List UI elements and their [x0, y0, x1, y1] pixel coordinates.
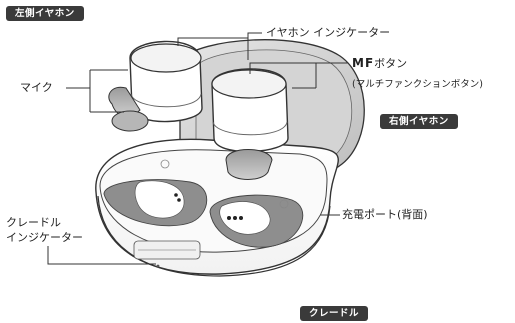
mf-button-prefix: MF — [352, 56, 375, 70]
cradle-indicator-dot — [156, 264, 160, 268]
cradle-indicator-label-line2: インジケーター — [6, 231, 83, 244]
earphone-indicator-label: イヤホン インジケーター — [266, 26, 391, 39]
right-earbud-badge: 右側イヤホン — [380, 114, 458, 129]
mf-button-suffix: ボタン — [374, 57, 408, 70]
cradle-indicator-label-line1: クレードル — [6, 216, 61, 229]
mf-button-description: (マルチファンクションボタン) — [352, 79, 483, 90]
right-earbud — [211, 68, 289, 180]
mf-button-label: MFボタン — [352, 56, 407, 71]
cradle-badge: クレードル — [300, 306, 369, 321]
leader-lines — [47, 32, 348, 265]
left-earbud — [108, 40, 203, 132]
mic-label: マイク — [20, 81, 53, 94]
charging-port-label: 充電ポート(背面) — [342, 208, 428, 221]
cradle-body — [95, 138, 339, 277]
left-earbud-badge: 左側イヤホン — [6, 6, 84, 21]
